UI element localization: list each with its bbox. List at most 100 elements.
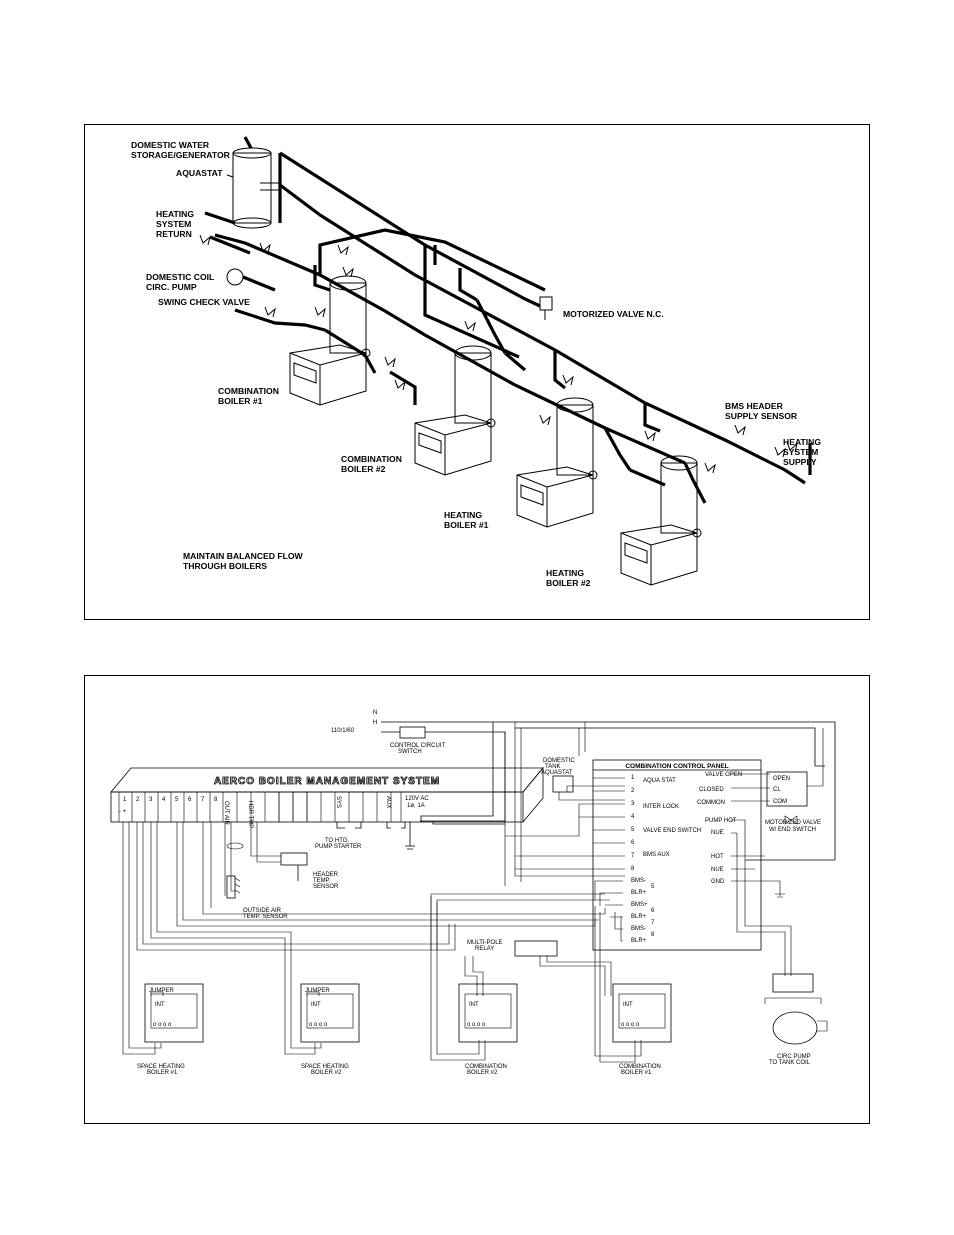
combination-boiler-1-icon <box>289 275 371 406</box>
header-sensor-icon <box>280 852 308 866</box>
bms-term-5: 5 <box>175 797 179 803</box>
bms-term-2: 2 <box>136 797 140 803</box>
boiler-3-label-2: BOILER #2 <box>467 1070 498 1076</box>
combination-control-panel: COMBINATION CONTROL PANEL <box>592 759 762 951</box>
label-bms-sensor-2: SUPPLY SENSOR <box>725 411 798 421</box>
pump-nue: NUE <box>711 830 724 836</box>
boiler-1-label-1: SPACE HEATING <box>137 1064 185 1070</box>
pump-hot: PUMP HOT <box>705 818 737 824</box>
int-4: INT <box>623 1002 633 1008</box>
boiler-3-label-1: COMBINATION <box>465 1064 507 1070</box>
bms-term-1: 1 <box>123 797 127 803</box>
mv-label-2: W/ END SWITCH <box>769 827 816 833</box>
boiler-2-label-1: SPACE HEATING <box>301 1064 349 1070</box>
label-aquastat: AQUASTAT <box>176 168 223 178</box>
ccp-term-6-num: 6 <box>631 840 635 846</box>
valve-common: COMMON <box>697 800 725 806</box>
bms-term-7: 7 <box>201 797 205 803</box>
ccp-bms-num-5: 5 <box>651 884 655 890</box>
sys-start: SYS <box>335 796 341 808</box>
ccp-term-3-label: INTER LOCK <box>643 804 679 810</box>
pump-hot2: HOT <box>711 854 724 860</box>
valve-closed: CLOSED <box>699 787 724 793</box>
power-n-label: N <box>373 710 377 716</box>
ccp-title: COMBINATION CONTROL PANEL <box>625 763 728 770</box>
bms-term-3: 3 <box>149 797 153 803</box>
relay-label-2: RELAY <box>475 946 494 952</box>
power-block-2: 1ø, 1A <box>407 803 425 809</box>
circ-pump-label-2: TO TANK COIL <box>769 1060 811 1066</box>
boiler-3-terms: o o o o <box>467 1022 486 1028</box>
jumper-1: JUMPER <box>149 988 174 994</box>
label-domestic-water-2: STORAGE/GENERATOR <box>131 150 231 160</box>
heating-boiler-1-icon <box>516 397 598 528</box>
bms-title: AERCO BOILER MANAGEMENT SYSTEM <box>214 776 440 787</box>
ccp-term-3-num: 3 <box>631 801 635 807</box>
ccp-term-4-num: 4 <box>631 814 635 820</box>
relay-label-1: MULTI-POLE <box>467 940 503 946</box>
wiring-diagram-panel: H N 110/1/60 CONTROL CIRCUIT SWITCH AERC… <box>84 675 870 1124</box>
label-combo-boiler-1a: COMBINATION <box>218 386 279 396</box>
pump-starter-1: TO HTG. <box>325 838 350 844</box>
int-2: INT <box>311 1002 321 1008</box>
ccp-bms-5: BMS- <box>631 926 646 932</box>
outside-air-2: TEMP. SENSOR <box>243 914 288 920</box>
control-switch-label-2: SWITCH <box>398 749 422 755</box>
aquastat-label-1: DOMESTIC <box>543 758 575 764</box>
bms-term-4: 4 <box>162 797 166 803</box>
mv-label-1: MOTORIZED VALVE <box>765 820 821 826</box>
label-swing-check: SWING CHECK VALVE <box>158 297 250 307</box>
ccp-bms-4: BLR+ <box>631 914 647 920</box>
circ-pump-relay <box>772 973 814 993</box>
motorized-valve-symbol <box>784 815 798 825</box>
aquastat-icon <box>552 775 574 793</box>
label-heating-boiler-2a: HEATING <box>546 568 584 578</box>
outside-air-1: OUTSIDE AIR <box>243 908 282 914</box>
label-domestic-coil-1: DOMESTIC COIL <box>146 272 214 282</box>
ccp-bms-1: BMS- <box>631 878 646 884</box>
mv-com: COM <box>773 799 787 805</box>
label-balanced-flow-1: MAINTAIN BALANCED FLOW <box>183 551 304 561</box>
power-h-label: H <box>373 720 377 726</box>
ccp-bms-2: BLR+ <box>631 890 647 896</box>
label-heating-supply-3: SUPPLY <box>783 457 817 467</box>
boiler-4-terms: o o o o <box>621 1022 640 1028</box>
label-heating-boiler-2b: BOILER #2 <box>546 578 591 588</box>
bms-unit: AERCO BOILER MANAGEMENT SYSTEM 1 2 3 4 5… <box>110 766 544 828</box>
jumper-2: JUMPER <box>305 988 330 994</box>
aquastat-label-3: AQUASTAT <box>541 770 573 776</box>
boiler-2-label-2: BOILER #2 <box>311 1070 342 1076</box>
ccp-bms-6: BLR+ <box>631 938 647 944</box>
label-bms-sensor-1: BMS HEADER <box>725 401 784 411</box>
ccp-term-7-num: 7 <box>631 853 635 859</box>
space-heating-boiler-2-box: JUMPER INT o o o o <box>300 983 360 1043</box>
ccp-bms-rows: BMS- BLR+ BMS+ BLR+ BMS- BLR+ 5 6 7 8 <box>631 878 655 944</box>
bms-term-6: 6 <box>188 797 192 803</box>
ccp-term-5-num: 5 <box>631 827 635 833</box>
piping-diagram-panel: DOMESTIC WATER STORAGE/GENERATOR AQUASTA… <box>84 124 870 620</box>
combination-boiler-2-icon <box>414 345 496 476</box>
label-domestic-water-1: DOMESTIC WATER <box>131 140 210 150</box>
label-heating-return-1: HEATING <box>156 209 194 219</box>
ccp-bms-num-7: 7 <box>651 920 655 926</box>
int-3: INT <box>469 1002 479 1008</box>
heating-boiler-2-icon <box>620 455 702 586</box>
circ-pump-label-1: CIRC PUMP <box>777 1054 811 1060</box>
label-combo-boiler-1b: BOILER #1 <box>218 396 263 406</box>
piping-diagram: DOMESTIC WATER STORAGE/GENERATOR AQUASTA… <box>131 136 821 588</box>
space-heating-boiler-1-box: JUMPER INT o o o o <box>144 983 204 1043</box>
ccp-bms-num-6: 6 <box>651 908 655 914</box>
ccp-term-2-num: 2 <box>631 788 635 794</box>
header-sensor-1: HEADER <box>313 872 339 878</box>
circ-pump-icon <box>772 1011 818 1045</box>
header-sensor-3: SENSOR <box>313 884 339 890</box>
ccp-bms-3: BMS+ <box>631 902 648 908</box>
label-heating-supply-2: SYSTEM <box>783 447 818 457</box>
aux-label: AUX <box>385 796 391 808</box>
label-balanced-flow-2: THROUGH BOILERS <box>183 561 267 571</box>
multi-pole-relay-icon <box>514 940 558 957</box>
mv-open: OPEN <box>773 776 790 782</box>
hdr-sensor-tag: HDR TMP <box>247 801 253 828</box>
label-heating-return-3: RETURN <box>156 229 192 239</box>
pump-gnd: GND <box>711 879 725 885</box>
